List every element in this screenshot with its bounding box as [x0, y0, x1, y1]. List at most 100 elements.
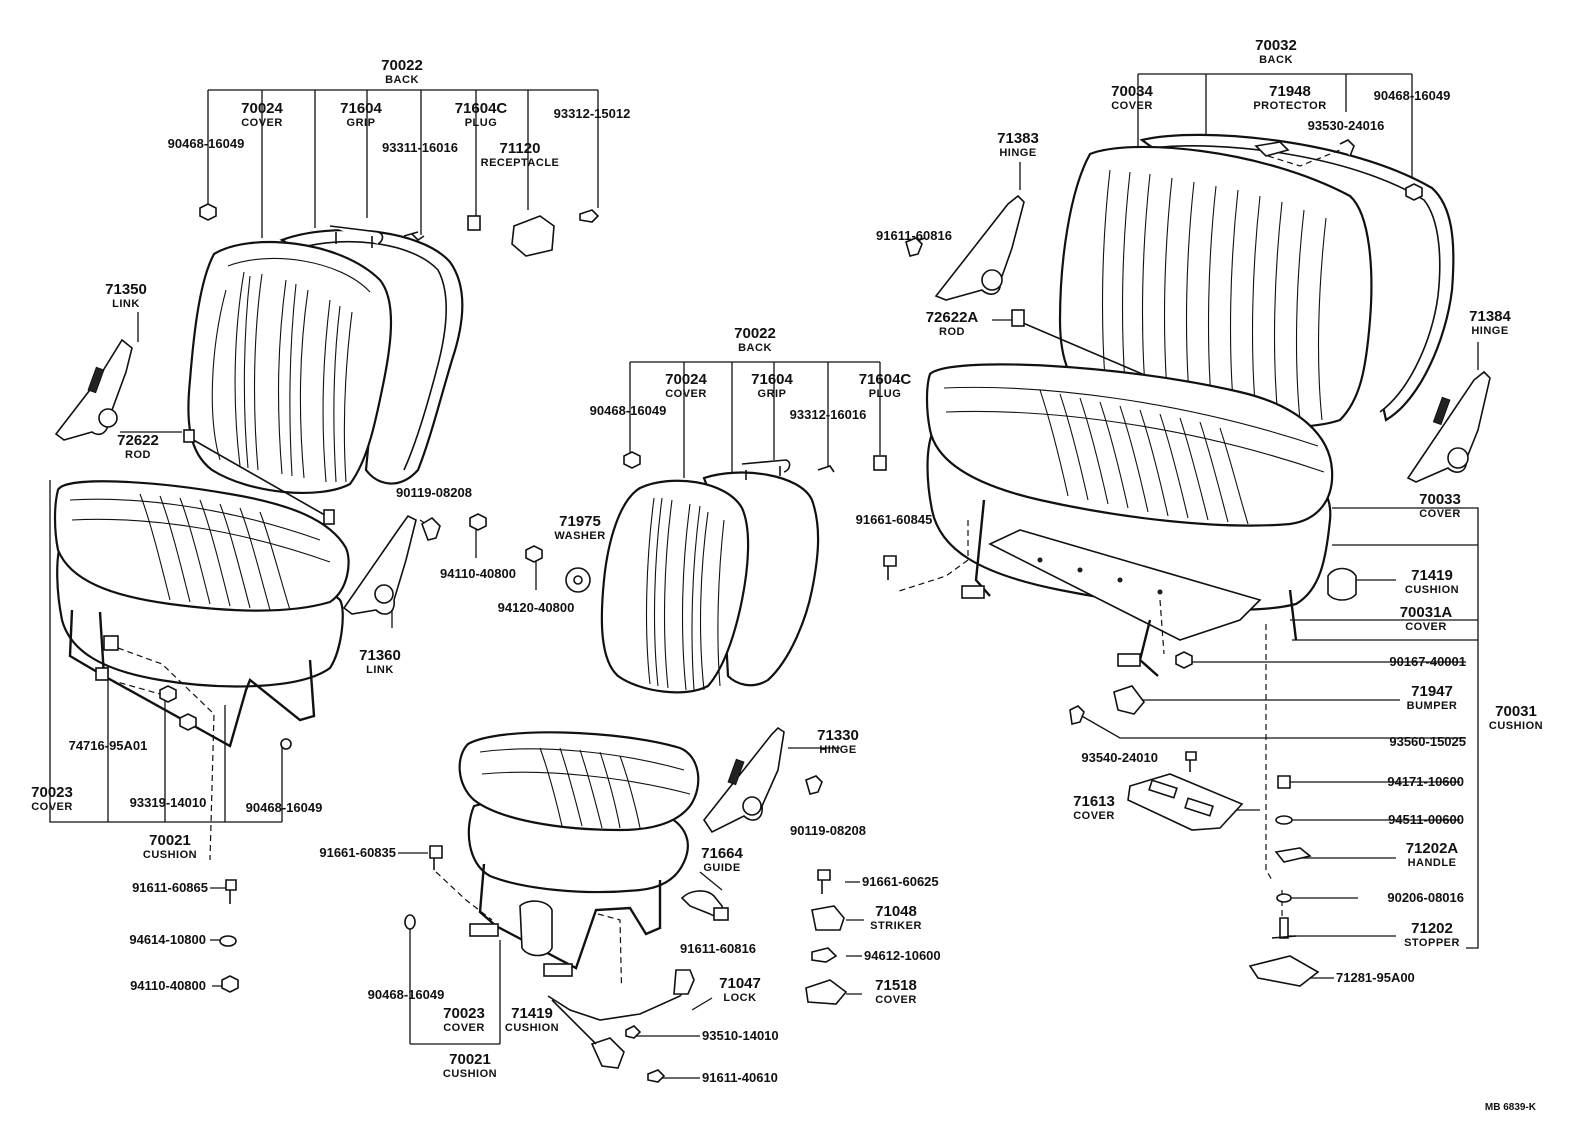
- right-seat-cushion-illustration: [883, 363, 1357, 987]
- callout-label: GRIP: [347, 117, 376, 129]
- callout-number: 70032: [1255, 37, 1297, 54]
- part-number-91611-60816: 91611-60816: [876, 228, 952, 243]
- callout-number: 71419: [1411, 567, 1453, 584]
- callout-number: 71330: [817, 727, 859, 744]
- part-number-91611-40610: 91611-40610: [702, 1070, 778, 1085]
- callout-label: COVER: [241, 117, 283, 129]
- callout-label: HINGE: [999, 147, 1036, 159]
- callout-label: BACK: [738, 342, 772, 354]
- callout-number: 70021: [449, 1051, 491, 1068]
- part-number-91611-60865: 91611-60865: [132, 880, 208, 895]
- part-number-93560-15025: 93560-15025: [1389, 734, 1466, 749]
- callout-label: COVER: [875, 994, 917, 1006]
- callout-label: CUSHION: [1405, 584, 1459, 596]
- left-seat-cushion-illustration: [53, 480, 350, 993]
- left-seat-back-illustration: [54, 203, 600, 615]
- callout-label: COVER: [1405, 621, 1447, 633]
- part-number-93312-16016: 93312-16016: [790, 407, 867, 422]
- part-number-90206-08016: 90206-08016: [1387, 890, 1464, 905]
- leader-lines: [49, 73, 1479, 1079]
- part-number-94612-10600: 94612-10600: [864, 948, 941, 963]
- part-number-91611-60816: 91611-60816: [680, 941, 756, 956]
- part-number-94110-40800: 94110-40800: [130, 978, 206, 993]
- callout-label: COVER: [1073, 810, 1115, 822]
- callout-number: 71613: [1073, 793, 1115, 810]
- part-number-91661-60835: 91661-60835: [319, 845, 396, 860]
- callout-number: 70023: [31, 784, 73, 801]
- callout-label: GUIDE: [703, 862, 740, 874]
- callout-label: ROD: [125, 449, 151, 461]
- callout-number: 70021: [149, 832, 191, 849]
- callout-label: LOCK: [723, 992, 756, 1004]
- callout-label: BACK: [1259, 54, 1293, 66]
- callout-label: HINGE: [819, 744, 856, 756]
- callout-number: 71202A: [1406, 840, 1459, 857]
- callout-number: 71047: [719, 975, 761, 992]
- callout-number: 72622: [117, 432, 159, 449]
- part-number-71281-95A00: 71281-95A00: [1336, 970, 1415, 985]
- part-number-90119-08208: 90119-08208: [790, 823, 866, 838]
- part-number-90167-40001: 90167-40001: [1389, 654, 1466, 669]
- callout-label: HANDLE: [1408, 857, 1457, 869]
- callout-label: BACK: [385, 74, 419, 86]
- callout-label: BUMPER: [1407, 700, 1458, 712]
- callout-number: 71384: [1469, 308, 1511, 325]
- callout-number: 70034: [1111, 83, 1153, 100]
- part-number-90468-16049: 90468-16049: [246, 800, 323, 815]
- part-number-90468-16049: 90468-16049: [168, 136, 245, 151]
- part-number-90468-16049: 90468-16049: [1374, 88, 1451, 103]
- callout-number: 71120: [500, 140, 541, 157]
- callout-label: RECEPTACLE: [481, 157, 560, 169]
- callout-label: PLUG: [869, 388, 902, 400]
- callout-number: 71664: [701, 845, 743, 862]
- middle-seat-cushion-illustration: [404, 726, 848, 1083]
- callout-number: 71360: [359, 647, 401, 664]
- part-number-94120-40800: 94120-40800: [498, 600, 575, 615]
- callout-number: 71350: [105, 281, 147, 298]
- part-number-94110-40800: 94110-40800: [440, 566, 516, 581]
- callout-label: HINGE: [1471, 325, 1508, 337]
- part-number-93312-15012: 93312-15012: [554, 106, 631, 121]
- callout-number: 70031A: [1400, 604, 1453, 621]
- callout-label: GRIP: [758, 388, 787, 400]
- callout-label: CUSHION: [505, 1022, 559, 1034]
- label-layer: 70022BACK70024COVER71604GRIP71604CPLUG71…: [31, 37, 1543, 1113]
- callout-label: CUSHION: [443, 1068, 497, 1080]
- callout-label: CUSHION: [1489, 720, 1543, 732]
- part-number-91661-60625: 91661-60625: [862, 874, 939, 889]
- callout-label: LINK: [112, 298, 140, 310]
- part-number-93510-14010: 93510-14010: [702, 1028, 779, 1043]
- part-number-90468-16049: 90468-16049: [368, 987, 445, 1002]
- part-number-93319-14010: 93319-14010: [130, 795, 207, 810]
- callout-number: 71604C: [859, 371, 912, 388]
- callout-number: 70022: [381, 57, 423, 74]
- right-seat-back-illustration: [905, 133, 1491, 483]
- callout-number: 71518: [875, 977, 917, 994]
